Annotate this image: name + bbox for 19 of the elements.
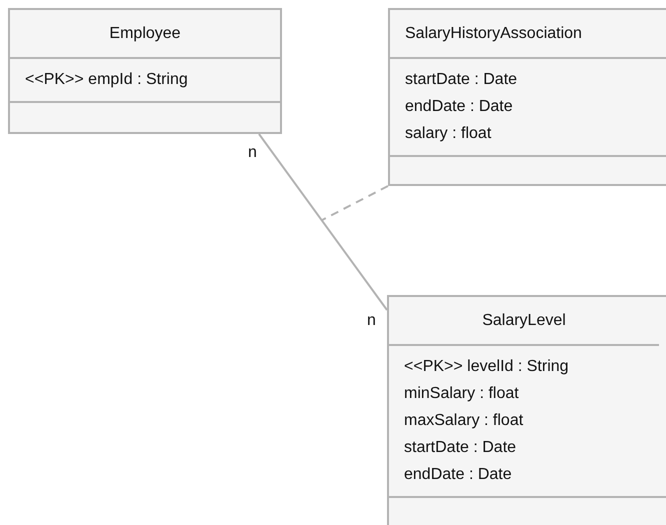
class-box xyxy=(388,8,666,186)
class-box xyxy=(387,295,666,525)
attribute-text: startDate : Date xyxy=(404,70,518,90)
class-name: SalaryLevel xyxy=(389,297,659,346)
attribute-text: minSalary : float xyxy=(403,384,519,404)
attribute-text: endDate : Date xyxy=(404,97,513,117)
attribute-text: maxSalary : float xyxy=(403,411,524,431)
association-class-link xyxy=(321,185,388,222)
attribute-text: endDate : Date xyxy=(403,465,512,485)
multiplicity-label: n xyxy=(248,144,257,162)
attribute-text: <<PK>> empId : String xyxy=(24,70,188,90)
class-name: SalaryHistoryAssociation xyxy=(390,10,666,59)
attribute-text: salary : float xyxy=(404,124,492,144)
attribute-text: <<PK>> levelId : String xyxy=(403,357,569,377)
association-line xyxy=(258,133,388,311)
class-name: Employee xyxy=(10,10,280,59)
multiplicity-label: n xyxy=(367,312,376,330)
attribute-text: startDate : Date xyxy=(403,438,516,458)
class-box xyxy=(8,8,282,134)
